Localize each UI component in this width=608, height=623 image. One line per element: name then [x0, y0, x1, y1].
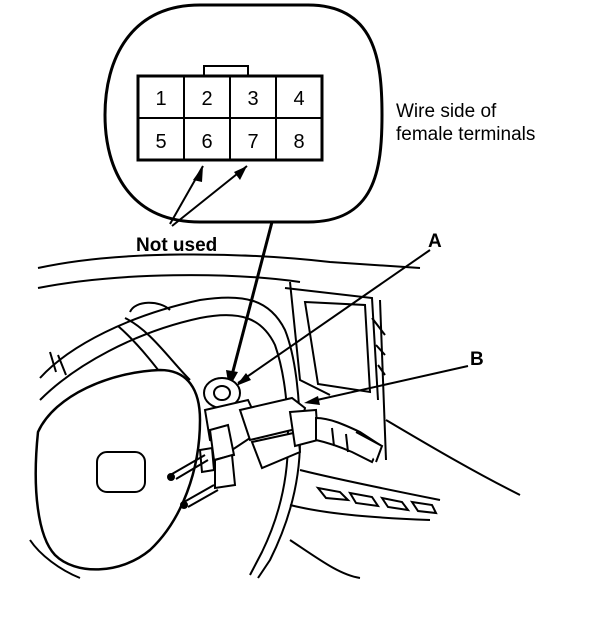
arrowhead — [234, 166, 247, 180]
pin-label: 8 — [293, 131, 304, 153]
pin-label: 4 — [293, 88, 304, 110]
callout-a-leader — [237, 249, 431, 384]
horn-emblem — [96, 451, 146, 493]
callout-label-b: B — [470, 349, 484, 370]
callout-label-a: A — [428, 231, 442, 252]
pin-label: 3 — [247, 88, 258, 110]
airbag-pad — [29, 368, 202, 579]
wire-side-label-line1: Wire side of — [396, 101, 497, 122]
pin-label: 6 — [201, 131, 212, 153]
pin-label: 5 — [155, 131, 166, 153]
pin-label: 2 — [201, 88, 212, 110]
pin-label: 1 — [155, 88, 166, 110]
callout-b-leader — [307, 365, 469, 403]
screw — [167, 454, 209, 481]
dashboard-outline — [37, 253, 521, 579]
wheel-rim-lower — [29, 539, 81, 579]
steering-wheel — [39, 296, 301, 579]
arrowhead — [193, 166, 203, 182]
wire-side-label-line2: female terminals — [396, 124, 535, 145]
arrowhead — [304, 396, 320, 405]
connector-grid — [138, 76, 322, 160]
connector-balloon: 1 2 3 4 5 6 7 8 — [103, 3, 384, 224]
screw — [180, 484, 219, 509]
pin-label: 7 — [247, 131, 258, 153]
not-used-label: Not used — [136, 235, 217, 256]
combination-switch — [238, 396, 384, 470]
connector-leader-line — [230, 221, 274, 376]
arrowhead — [236, 373, 251, 386]
